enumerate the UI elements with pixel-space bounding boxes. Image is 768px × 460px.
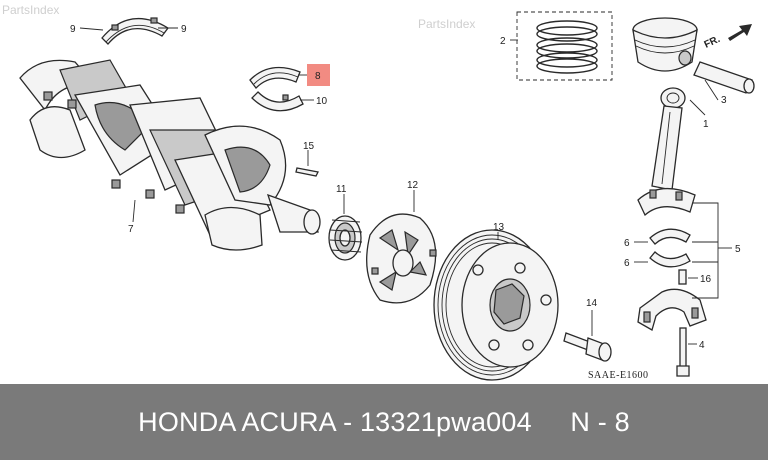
callout-9-left: 9 bbox=[70, 24, 76, 35]
watermark-top-left: PartsIndex bbox=[2, 3, 59, 17]
callout-16: 16 bbox=[700, 274, 712, 285]
callout-8[interactable]: 8 bbox=[315, 71, 321, 82]
callout-15: 15 bbox=[303, 141, 315, 152]
callout-11: 11 bbox=[336, 184, 347, 195]
watermark-top-center: PartsIndex bbox=[418, 17, 475, 31]
crankshaft-bearing-highlighted bbox=[249, 66, 301, 89]
callout-8-highlight[interactable] bbox=[307, 64, 330, 86]
parts-diagram: PartsIndex PartsIndex 9 9 bbox=[2, 3, 755, 381]
crankshaft-pulley bbox=[433, 229, 559, 381]
crankshaft-bearing-lower bbox=[251, 91, 304, 112]
rod-bearing-upper bbox=[649, 228, 691, 245]
crank-pulse-plate bbox=[366, 213, 437, 304]
callout-1: 1 bbox=[703, 119, 709, 130]
piston bbox=[632, 17, 698, 72]
direction-label: FR. bbox=[703, 34, 722, 51]
part-info-text: HONDA ACURA - 13321pwa004 N - 8 bbox=[138, 406, 630, 437]
crankshaft-sprocket bbox=[328, 215, 363, 261]
connecting-rod bbox=[637, 87, 696, 217]
callout-14: 14 bbox=[586, 298, 598, 309]
callout-6-upper: 6 bbox=[624, 238, 630, 249]
main-bearing-upper bbox=[101, 17, 169, 45]
piston-ring-frame bbox=[516, 11, 613, 81]
woodruff-key bbox=[295, 167, 319, 177]
callout-4: 4 bbox=[699, 340, 705, 351]
piston-ring-set bbox=[536, 20, 598, 74]
callout-5: 5 bbox=[735, 244, 741, 255]
callout-6-lower: 6 bbox=[624, 258, 630, 269]
callout-3: 3 bbox=[721, 95, 727, 106]
callout-9-right: 9 bbox=[181, 24, 187, 35]
callout-7: 7 bbox=[128, 224, 134, 235]
rod-bolt bbox=[676, 327, 690, 377]
connecting-rod-cap bbox=[637, 288, 707, 331]
callout-10: 10 bbox=[316, 96, 328, 107]
pulley-bolt bbox=[563, 332, 612, 362]
rod-bearing-lower bbox=[649, 251, 691, 268]
callout-13: 13 bbox=[493, 222, 505, 233]
crankshaft bbox=[19, 59, 321, 251]
part-info-bar: HONDA ACURA - 13321pwa004 N - 8 bbox=[0, 384, 768, 460]
front-direction-arrow-icon: FR. bbox=[703, 24, 752, 51]
callout-2: 2 bbox=[500, 36, 506, 47]
piston-pin bbox=[693, 61, 755, 94]
callout-12: 12 bbox=[407, 180, 419, 191]
rod-cap-nut bbox=[678, 269, 687, 285]
diagram-code: SAAE-E1600 bbox=[588, 370, 649, 381]
